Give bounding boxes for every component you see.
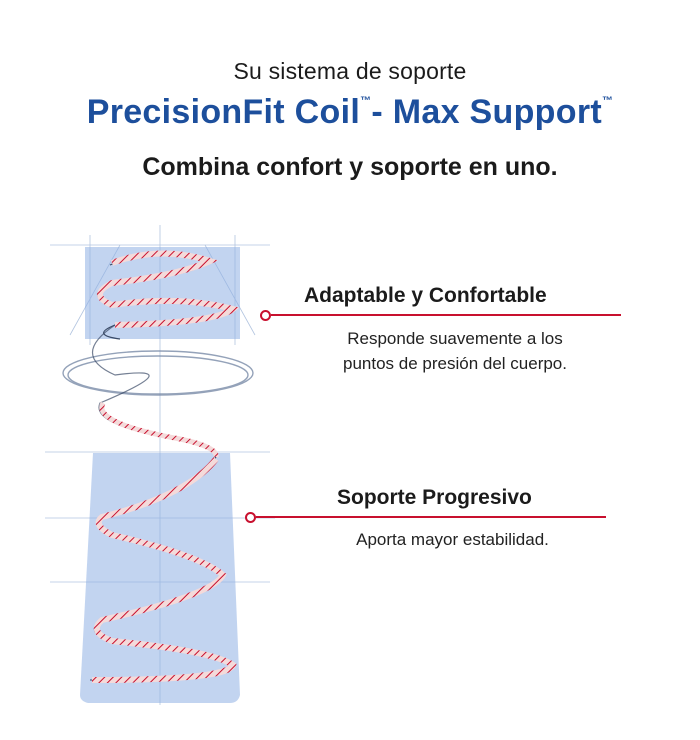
callout-dot-progresivo	[245, 512, 256, 523]
feature-description-adaptable: Responde suavemente a los puntos de pres…	[300, 326, 610, 376]
feature-heading-progresivo: Soporte Progresivo	[337, 486, 532, 509]
trademark-1: ™	[360, 95, 372, 107]
subtitle: Su sistema de soporte	[233, 58, 467, 84]
callout-line-adaptable	[271, 314, 621, 316]
coil-spring-illustration	[45, 225, 275, 705]
product-title: PrecisionFit Coil™- Max Support™	[0, 93, 700, 132]
feature-description-progresivo: Aporta mayor estabilidad.	[356, 530, 549, 549]
title-part1: PrecisionFit Coil	[86, 93, 361, 131]
description-line: puntos de presión del cuerpo.	[343, 354, 567, 373]
title-part2: - Max Support	[371, 93, 602, 131]
callout-dot-adaptable	[260, 310, 271, 321]
trademark-2: ™	[601, 95, 614, 107]
description-line: Responde suavemente a los	[347, 329, 563, 348]
tagline: Combina confort y soporte en uno.	[142, 153, 558, 181]
feature-heading-adaptable: Adaptable y Confortable	[304, 284, 547, 307]
callout-line-progresivo	[256, 516, 606, 518]
bottom-support-panel	[80, 453, 240, 703]
